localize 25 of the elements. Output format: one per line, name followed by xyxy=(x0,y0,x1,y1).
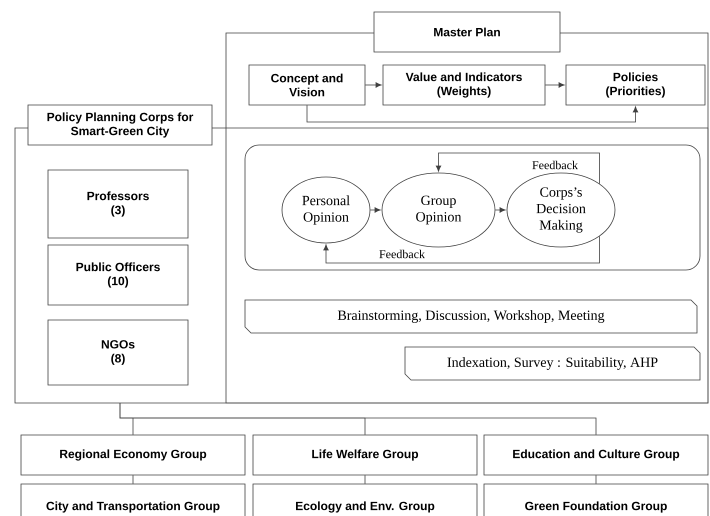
arrow xyxy=(370,207,381,213)
member-box: Public Officers (10) xyxy=(48,244,188,306)
group-box: Education and Culture Group xyxy=(484,434,708,476)
method-box: Indexation, Survey : Suitability, AHP xyxy=(404,346,700,380)
group-box: Ecology and Env. Group xyxy=(252,484,478,516)
arrow xyxy=(365,82,382,88)
arrow xyxy=(306,105,638,122)
group-box: Green Foundation Group xyxy=(484,484,708,516)
member-box: NGOs (8) xyxy=(48,320,188,386)
node-label: Policy Planning Corps for xyxy=(47,112,194,124)
group-box: Life Welfare Group xyxy=(252,434,478,476)
group-box: City and Transportation Group xyxy=(20,484,246,516)
member-box: Professors (3) xyxy=(48,170,188,238)
arrow xyxy=(545,82,565,88)
group-box: Regional Economy Group xyxy=(20,434,246,476)
arrow xyxy=(323,236,600,264)
process-box: Concept and Vision xyxy=(248,64,366,106)
process-box: Policies (Priorities) xyxy=(566,64,706,106)
rounded-panel xyxy=(244,144,700,270)
edge-label: Feedback xyxy=(531,160,579,170)
arrow xyxy=(495,207,506,213)
process-box: Value and Indicators (Weights) xyxy=(382,64,546,106)
edge-label: Feedback xyxy=(378,248,426,260)
arrow xyxy=(436,152,600,184)
method-box: Brainstorming, Discussion, Workshop, Meeting xyxy=(244,300,698,334)
